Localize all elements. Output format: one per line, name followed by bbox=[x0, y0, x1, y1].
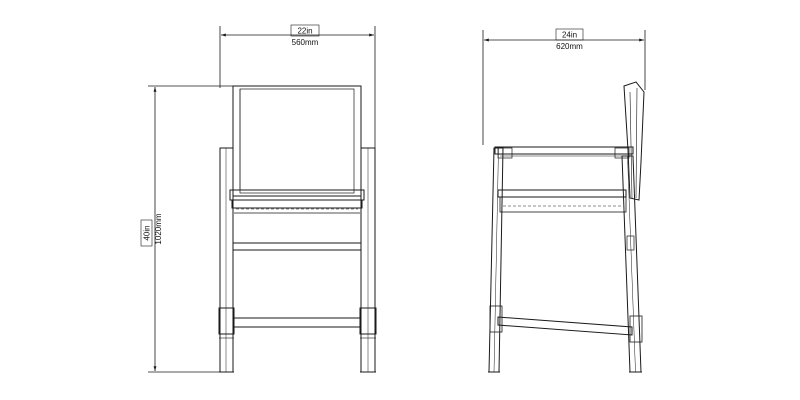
front-chair-outline bbox=[218, 85, 377, 373]
front-height-millimeters: 1020mm bbox=[154, 213, 163, 244]
front-width-dimension bbox=[219, 26, 376, 150]
side-depth-millimeters: 620mm bbox=[556, 42, 583, 51]
side-depth-inch-box bbox=[555, 28, 584, 41]
front-height-inches: 40in bbox=[143, 225, 152, 240]
side-depth-inches: 24in bbox=[562, 31, 577, 40]
front-width-millimeters: 560mm bbox=[292, 38, 319, 47]
side-chair-outline bbox=[488, 81, 645, 373]
front-view: 22in 560mm 40in 1020mm bbox=[140, 24, 377, 373]
front-width-inch-box bbox=[290, 24, 320, 37]
front-height-dimension bbox=[148, 85, 236, 373]
side-view: 24in 620mm bbox=[482, 28, 646, 373]
front-height-inch-box bbox=[140, 219, 153, 247]
front-width-inches: 22in bbox=[297, 27, 312, 36]
